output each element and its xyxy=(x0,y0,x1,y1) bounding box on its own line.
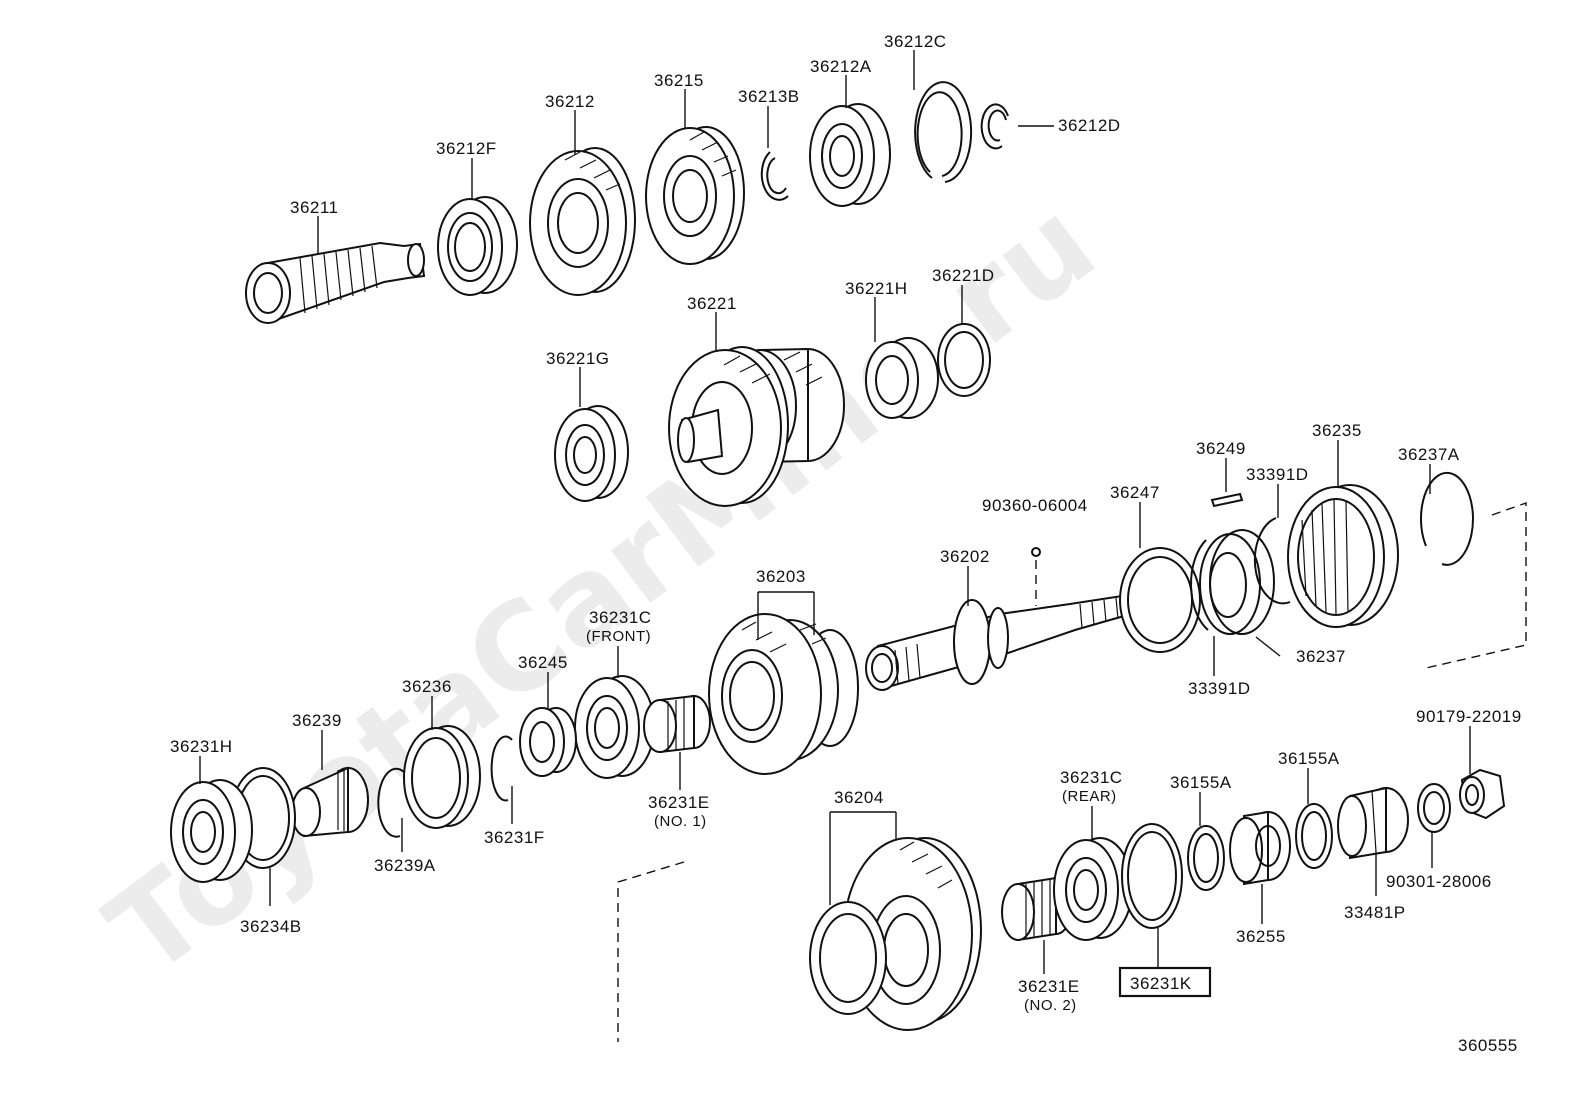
part-label-36239[interactable]: 36239 xyxy=(292,711,342,730)
part-label-36213B[interactable]: 36213B xyxy=(738,87,800,106)
part-label-36231K[interactable]: 36231K xyxy=(1130,974,1192,993)
bearing-36212F-drawing xyxy=(437,196,518,296)
leader-line xyxy=(1255,636,1281,657)
part-label-33391D-top[interactable]: 33391D xyxy=(1246,465,1309,484)
counter-gear-36221-drawing xyxy=(668,346,845,507)
bearing-36212A-drawing xyxy=(809,103,891,207)
bearing-36221G-drawing xyxy=(554,405,629,502)
part-label-36255[interactable]: 36255 xyxy=(1236,927,1286,946)
part-label-36247[interactable]: 36247 xyxy=(1110,483,1160,502)
ring-36231F-drawing xyxy=(490,735,513,802)
part-label-36155A-2[interactable]: 36155A xyxy=(1278,749,1340,768)
snap-ring-inner-edge xyxy=(766,157,787,195)
part-label-36221D[interactable]: 36221D xyxy=(932,266,995,285)
part-label-36236[interactable]: 36236 xyxy=(402,677,452,696)
gear-36215-drawing xyxy=(645,126,745,265)
part-label-36212D[interactable]: 36212D xyxy=(1058,116,1121,135)
needle-bearing-36245-drawing xyxy=(519,707,577,777)
bearing-36231H-drawing xyxy=(170,779,253,883)
ring-36212D-drawing xyxy=(980,103,1009,150)
ring-inner-edge xyxy=(916,91,963,177)
needle-bearing-36231E-1-drawing xyxy=(643,694,711,754)
sleeve-36235-drawing xyxy=(1287,484,1399,628)
part-label-36221H[interactable]: 36221H xyxy=(845,279,908,298)
part-label-36155A-1[interactable]: 36155A xyxy=(1170,773,1232,792)
part-label-36231H[interactable]: 36231H xyxy=(170,737,233,756)
part-label-36231F[interactable]: 36231F xyxy=(484,828,545,847)
part-label-33391D-bottom[interactable]: 33391D xyxy=(1188,679,1251,698)
bearing-36231C-rear-drawing xyxy=(1053,837,1133,941)
part-label-36212F[interactable]: 36212F xyxy=(436,139,497,158)
ring-36231K-drawing xyxy=(1121,823,1183,929)
ring-36236-drawing xyxy=(403,725,481,829)
figure-number: 360555 xyxy=(1458,1036,1518,1055)
part-label-36231C-front[interactable]: 36231C xyxy=(589,608,652,627)
ring-36247-drawing xyxy=(1119,547,1201,653)
part-label-90301-28006[interactable]: 90301-28006 xyxy=(1386,872,1492,891)
gear-36204-drawing xyxy=(809,837,982,1031)
collar-36255-drawing xyxy=(1229,810,1291,886)
part-label-36231C-rear[interactable]: 36231C xyxy=(1060,768,1123,787)
note-no2: (NO. 2) xyxy=(1024,997,1077,1014)
ring-inner-edge xyxy=(987,109,1007,142)
part-label-36212C[interactable]: 36212C xyxy=(884,32,947,51)
part-label-36234B[interactable]: 36234B xyxy=(240,917,302,936)
part-label-36221[interactable]: 36221 xyxy=(687,294,737,313)
bearing-36231C-front-drawing xyxy=(574,675,655,779)
ring-36237A-drawing xyxy=(1420,471,1474,566)
needle-bearing-36231E-2-drawing xyxy=(1001,876,1073,942)
washer-36155A-1-drawing xyxy=(1187,825,1225,891)
part-label-36237A[interactable]: 36237A xyxy=(1398,445,1460,464)
input-shaft-drawing xyxy=(245,241,426,324)
part-label-90179-22019[interactable]: 90179-22019 xyxy=(1416,707,1522,726)
part-label-36212[interactable]: 36212 xyxy=(545,92,595,111)
sleeve-33481P-drawing xyxy=(1337,786,1409,860)
part-label-36221G[interactable]: 36221G xyxy=(546,349,610,368)
part-label-36204[interactable]: 36204 xyxy=(834,788,884,807)
part-label-36231E-no2[interactable]: 36231E xyxy=(1018,977,1080,996)
part-label-36203[interactable]: 36203 xyxy=(756,567,806,586)
part-label-90360-06004[interactable]: 90360-06004 xyxy=(982,496,1088,515)
o-ring-90301-drawing xyxy=(1417,783,1451,833)
key-36249-drawing xyxy=(1210,492,1244,508)
output-shaft-36202-drawing xyxy=(865,592,1141,691)
part-label-36239A[interactable]: 36239A xyxy=(374,856,436,875)
bearing-36221H-drawing xyxy=(865,337,939,419)
part-label-36235[interactable]: 36235 xyxy=(1312,421,1362,440)
washer-36155A-2-drawing xyxy=(1295,803,1333,869)
gear-36212-drawing xyxy=(529,147,636,296)
washer-36221D-drawing xyxy=(937,323,991,397)
ring-36239-drawing xyxy=(291,766,369,838)
part-label-36237[interactable]: 36237 xyxy=(1296,647,1346,666)
highlight-box-36231K xyxy=(1118,966,1212,998)
ring-36212C-drawing xyxy=(914,81,973,183)
note-no1: (NO. 1) xyxy=(654,813,707,830)
snap-ring-36213B-drawing xyxy=(760,151,789,201)
part-label-36202[interactable]: 36202 xyxy=(940,547,990,566)
part-label-33481P[interactable]: 33481P xyxy=(1344,903,1406,922)
hub-36237-drawing xyxy=(1189,529,1275,635)
ring-36239A-drawing xyxy=(377,767,405,838)
part-label-36215[interactable]: 36215 xyxy=(654,71,704,90)
note-front: (FRONT) xyxy=(586,628,651,645)
part-label-36231E-no1[interactable]: 36231E xyxy=(648,793,710,812)
gear-36203-drawing xyxy=(708,613,859,775)
part-label-36212A[interactable]: 36212A xyxy=(810,57,872,76)
part-label-36245[interactable]: 36245 xyxy=(518,653,568,672)
ring-33391D-drawing xyxy=(1253,517,1291,605)
note-rear: (REAR) xyxy=(1062,788,1117,805)
nut-90179-drawing xyxy=(1459,768,1506,820)
dashed-bracket xyxy=(617,861,685,1042)
part-label-36249[interactable]: 36249 xyxy=(1196,439,1246,458)
dashed-bracket xyxy=(1425,502,1527,669)
part-label-36211[interactable]: 36211 xyxy=(290,198,339,217)
ball-90360-drawing xyxy=(1031,547,1041,557)
